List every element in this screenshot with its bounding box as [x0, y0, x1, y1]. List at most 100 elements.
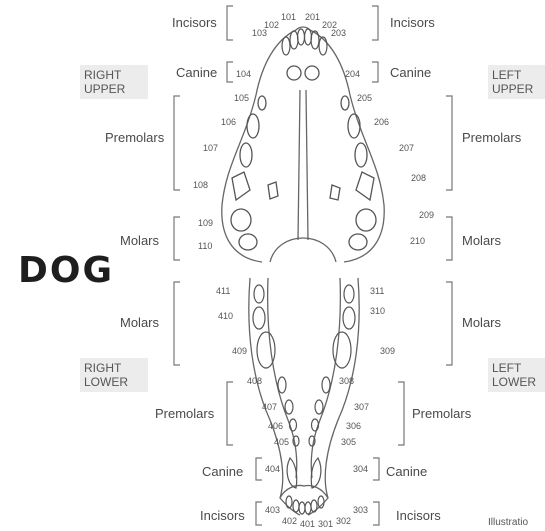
- bracket-upper-left-premolars: [446, 96, 452, 190]
- bracket-lower-right-canine: [256, 458, 262, 480]
- illustration-credit: Illustratio: [488, 517, 528, 528]
- label-upper-right-incisors: Incisors: [172, 15, 217, 30]
- label-lower-left-molars: Molars: [462, 315, 501, 330]
- diagram-title: DOG: [18, 250, 114, 291]
- tooth-307: [315, 400, 323, 414]
- tooth-309: [333, 332, 351, 368]
- tooth-number: 209: [419, 210, 434, 220]
- bracket-lower-left-canine: [373, 458, 379, 480]
- tooth-210: [349, 234, 367, 250]
- tooth-207: [355, 143, 367, 167]
- tooth-number: 104: [236, 69, 251, 79]
- tooth-number: 303: [353, 505, 368, 515]
- bracket-upper-right-premolars: [174, 96, 180, 190]
- tooth-number: 103: [252, 28, 267, 38]
- tooth-number: 204: [345, 69, 360, 79]
- quadrant-right-lower: RIGHT LOWER: [80, 358, 148, 392]
- tooth-number: 109: [198, 218, 213, 228]
- label-upper-right-molars: Molars: [120, 233, 159, 248]
- label-lower-right-incisors: Incisors: [200, 508, 245, 523]
- tooth-number: 304: [353, 464, 368, 474]
- label-upper-right-canine: Canine: [176, 65, 217, 80]
- tooth-number: 403: [265, 505, 280, 515]
- tooth-204: [305, 66, 319, 80]
- tooth-101: [298, 29, 305, 45]
- bracket-lower-left-premolars: [398, 382, 404, 445]
- palate-midline: [298, 90, 308, 240]
- tooth-311: [344, 285, 354, 303]
- upper-left-inner-tooth: [330, 185, 340, 200]
- tooth-number: 410: [218, 311, 233, 321]
- tooth-410: [253, 307, 265, 329]
- tooth-103: [282, 37, 290, 55]
- tooth-107: [240, 143, 252, 167]
- tooth-number: 305: [341, 437, 356, 447]
- tooth-number: 207: [399, 143, 414, 153]
- tooth-403: [286, 496, 292, 508]
- upper-right-inner-tooth: [268, 182, 278, 199]
- tooth-104: [287, 66, 301, 80]
- tooth-number: 411: [216, 286, 230, 296]
- tooth-308: [322, 377, 330, 393]
- bracket-lower-left-molars: [446, 282, 452, 365]
- tooth-number: 107: [203, 143, 218, 153]
- upper-incisors: [282, 29, 327, 55]
- quadrant-right-upper: RIGHT UPPER: [80, 65, 148, 99]
- quadrant-left-upper-line2: UPPER: [492, 82, 545, 96]
- tooth-number: 401: [300, 519, 315, 529]
- tooth-number: 106: [221, 117, 236, 127]
- tooth-402: [293, 500, 299, 512]
- bracket-upper-left-molars: [446, 217, 452, 260]
- tooth-407: [285, 400, 293, 414]
- tooth-number: 108: [193, 180, 208, 190]
- upper-canines: [287, 66, 319, 80]
- tooth-number: 406: [268, 421, 283, 431]
- bracket-lower-right-molars: [174, 282, 180, 365]
- label-lower-left-incisors: Incisors: [396, 508, 441, 523]
- tooth-105: [258, 96, 266, 110]
- tooth-number: 201: [305, 12, 320, 22]
- label-lower-left-canine: Canine: [386, 464, 427, 479]
- palate-rear: [270, 238, 336, 262]
- upper-jaw: [222, 27, 384, 262]
- bracket-lower-right-incisors: [256, 502, 262, 525]
- label-upper-left-molars: Molars: [462, 233, 501, 248]
- tooth-number: 407: [262, 402, 277, 412]
- bracket-upper-left-canine: [372, 62, 378, 82]
- quadrant-right-upper-line2: UPPER: [84, 82, 144, 96]
- label-lower-right-molars: Molars: [120, 315, 159, 330]
- tooth-number: 205: [357, 93, 372, 103]
- tooth-109: [231, 209, 251, 231]
- tooth-209: [356, 209, 376, 231]
- label-lower-right-canine: Canine: [202, 464, 243, 479]
- tooth-number: 408: [247, 376, 262, 386]
- tooth-number: 405: [274, 437, 289, 447]
- upper-cheek-teeth: [231, 96, 376, 250]
- tooth-number: 208: [411, 173, 426, 183]
- quadrant-left-lower-line1: LEFT: [492, 361, 545, 375]
- tooth-106: [247, 114, 259, 138]
- lower-jaw-left-inner: [311, 278, 340, 478]
- tooth-206: [348, 114, 360, 138]
- tooth-number: 110: [198, 241, 212, 251]
- tooth-number: 210: [410, 236, 425, 246]
- tooth-number: 101: [281, 12, 296, 22]
- tooth-404: [287, 458, 297, 488]
- tooth-310: [343, 307, 355, 329]
- tooth-301: [305, 502, 311, 514]
- bracket-upper-right-molars: [174, 217, 180, 260]
- lower-jaw-right-inner: [268, 278, 297, 478]
- lower-jaw-left-outer: [308, 278, 359, 515]
- tooth-205: [341, 96, 349, 110]
- tooth-401: [299, 502, 305, 514]
- label-lower-right-premolars: Premolars: [155, 406, 214, 421]
- bracket-upper-left-incisors: [372, 6, 378, 40]
- tooth-201: [305, 29, 312, 45]
- tooth-202: [311, 31, 319, 49]
- tooth-411: [254, 285, 264, 303]
- tooth-number: 311: [370, 286, 384, 296]
- bracket-lower-right-premolars: [227, 382, 233, 445]
- tooth-number: 308: [339, 376, 354, 386]
- tooth-number: 309: [380, 346, 395, 356]
- tooth-number: 203: [331, 28, 346, 38]
